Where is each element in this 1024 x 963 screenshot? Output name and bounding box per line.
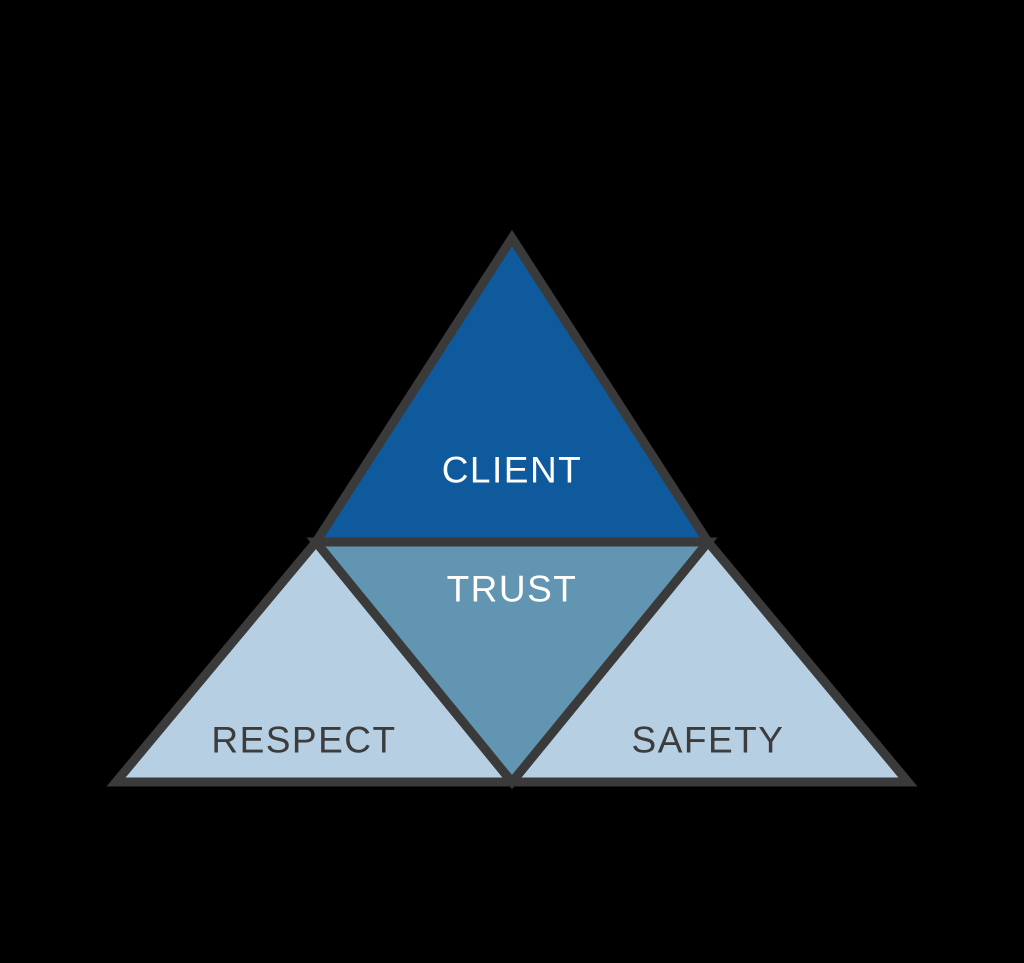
safety-label: SAFETY: [632, 720, 785, 761]
client-label: CLIENT: [442, 450, 583, 491]
trust-label: TRUST: [447, 569, 578, 610]
respect-label: RESPECT: [211, 720, 396, 761]
client-triangle: [307, 229, 717, 547]
